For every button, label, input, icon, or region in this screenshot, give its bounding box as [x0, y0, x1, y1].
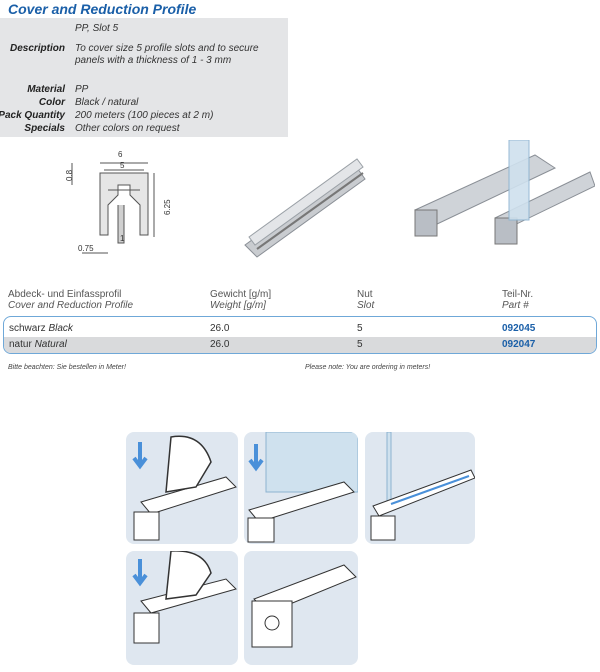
dim-label: 6	[118, 150, 123, 159]
cell-slot: 5	[357, 323, 363, 334]
order-note-en: Please note: You are ordering in meters!	[305, 364, 431, 371]
cell-color: schwarz Black	[9, 321, 73, 337]
spec-value: Other colors on request	[75, 123, 180, 134]
specification-panel: PP, Slot 5 Description To cover size 5 p…	[0, 18, 288, 137]
aluminum-profile-product-image	[414, 140, 595, 245]
product-title: Cover and Reduction Profile	[8, 1, 197, 17]
column-header-weight: Gewicht [g/m] Weight [g/m]	[210, 289, 271, 311]
header-en: Cover and Reduction Profile	[8, 300, 134, 311]
cell-weight: 26.0	[210, 339, 230, 350]
dim-label: 6.25	[163, 199, 172, 215]
install-step-1-illustration	[126, 432, 238, 544]
product-table: schwarz Black 26.0 5 092045 natur Natura…	[3, 316, 597, 354]
spec-value: To cover size 5 profile slots and to sec…	[75, 43, 259, 66]
spec-value: PP, Slot 5	[75, 23, 119, 34]
color-de: natur	[9, 339, 32, 350]
cover-profile-product-image	[244, 158, 366, 258]
spec-label: Color	[38, 97, 65, 108]
install-step-4-illustration	[126, 551, 238, 665]
header-en: Weight [g/m]	[210, 300, 266, 311]
table-row: natur Natural 26.0 5 092047	[4, 337, 596, 353]
header-de: Teil-Nr.	[502, 289, 534, 300]
spec-value: 200 meters (100 pieces at 2 m)	[75, 110, 214, 121]
dim-label: 0.8	[65, 169, 74, 181]
cell-part-number: 092047	[502, 339, 536, 350]
spec-label: Description	[9, 43, 65, 54]
column-header-slot: Nut Slot	[357, 289, 374, 311]
dim-label: 5	[120, 161, 125, 170]
dim-label: 1	[120, 234, 125, 243]
profile-cross-section-drawing: 6 5 0.8 6.25 0.75 1	[65, 150, 172, 254]
cell-slot: 5	[357, 339, 363, 350]
cell-weight: 26.0	[210, 323, 230, 334]
dim-label: 0.75	[78, 244, 94, 253]
spec-label: Specials	[24, 123, 65, 134]
color-en: Black	[48, 323, 73, 334]
install-step-3-illustration	[365, 432, 475, 544]
spec-label: Pack Quantity	[0, 110, 65, 121]
color-en: Natural	[34, 339, 67, 350]
header-de: Abdeck- und Einfassprofil	[8, 289, 122, 300]
cell-part-number: 092045	[502, 323, 536, 334]
install-step-5-illustration	[244, 551, 358, 665]
spec-value: Black / natural	[75, 97, 139, 108]
order-note-de: Bitte beachten: Sie bestellen in Meter!	[8, 364, 126, 371]
header-en: Part #	[502, 300, 529, 311]
install-step-2-illustration	[244, 432, 358, 544]
spec-value: PP	[75, 84, 89, 95]
column-header-part-number: Teil-Nr. Part #	[502, 289, 533, 311]
color-de: schwarz	[9, 323, 46, 334]
header-en: Slot	[357, 300, 375, 311]
column-header-profile: Abdeck- und Einfassprofil Cover and Redu…	[8, 289, 133, 311]
spec-label: Material	[27, 84, 65, 95]
cell-color: natur Natural	[9, 337, 67, 353]
table-row: schwarz Black 26.0 5 092045	[4, 321, 596, 337]
header-de: Gewicht [g/m]	[210, 289, 272, 300]
header-de: Nut	[357, 289, 373, 300]
